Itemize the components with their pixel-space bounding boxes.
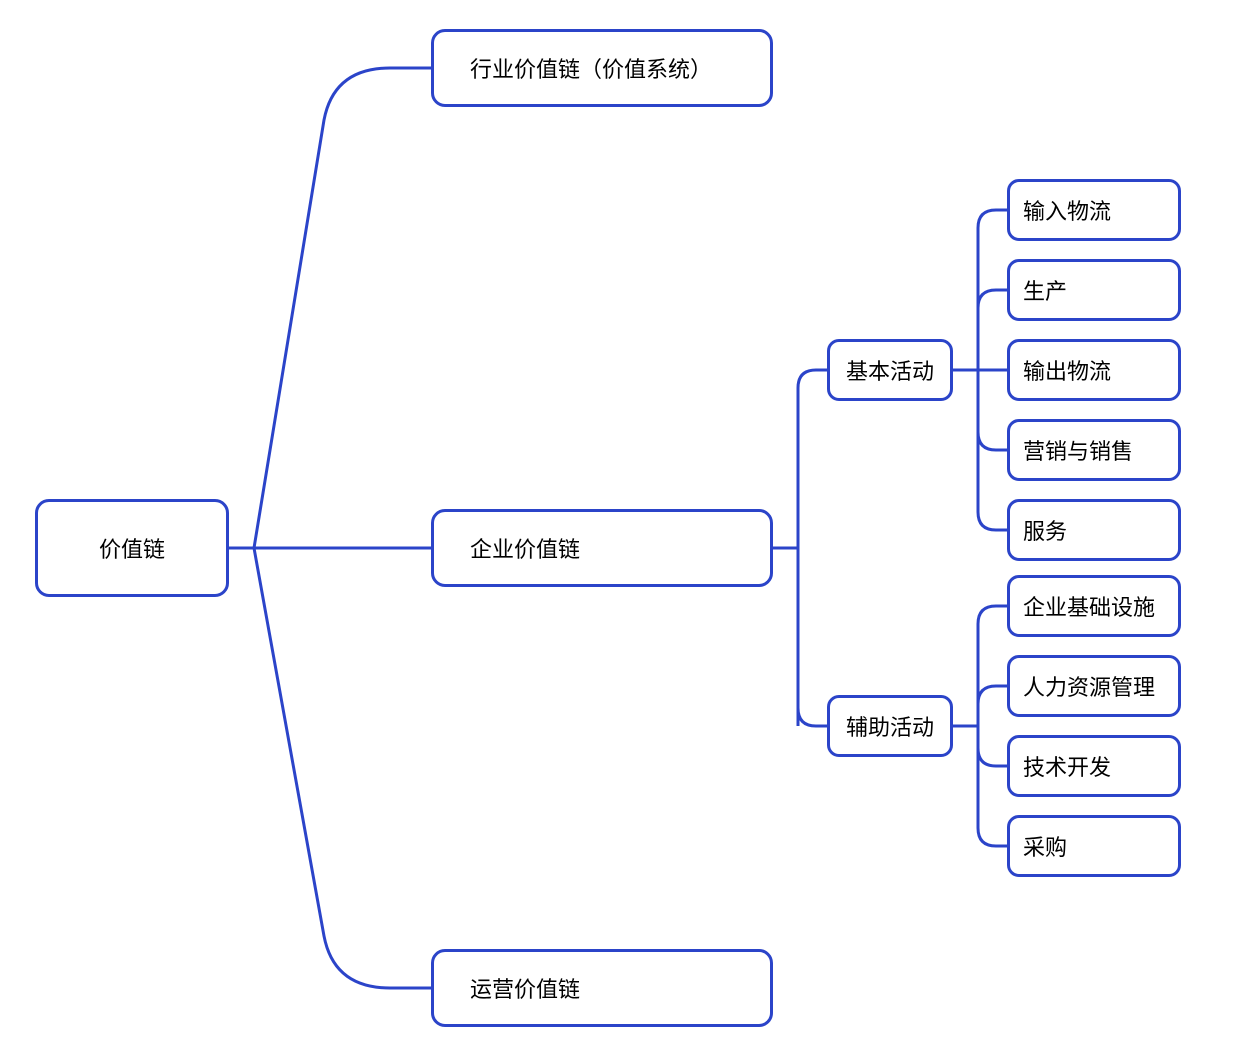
primary-activities-node[interactable]: 基本活动	[827, 339, 953, 401]
connector-primary-5	[976, 511, 1008, 532]
primary-activity-label: 输出物流	[1023, 360, 1112, 385]
operations-value-chain-label: 运营价值链	[470, 978, 581, 1003]
connector-primary-1	[976, 208, 1008, 229]
industry-value-chain-label: 行业价值链（价值系统）	[470, 58, 713, 83]
industry-value-chain-node[interactable]: 行业价值链（价值系统）	[431, 29, 773, 107]
root-node[interactable]: 价值链	[35, 499, 229, 597]
connector-support-2	[976, 684, 1008, 705]
connector-primary-4	[976, 431, 1008, 452]
primary-activity-node[interactable]: 输出物流	[1007, 339, 1181, 401]
support-activities-label: 辅助活动	[845, 716, 934, 741]
support-activity-node[interactable]: 采购	[1007, 815, 1181, 877]
support-activity-label: 采购	[1023, 836, 1068, 861]
primary-activity-node[interactable]: 生产	[1007, 259, 1181, 321]
enterprise-value-chain-node[interactable]: 企业价值链	[431, 509, 773, 587]
connector-support-3	[976, 747, 1008, 768]
connector-support-1	[976, 604, 1008, 625]
connector-primary-bracket	[952, 228, 980, 512]
connector-support-bracket	[952, 624, 980, 828]
connector-enterprise-primary	[796, 368, 828, 726]
enterprise-value-chain-label: 企业价值链	[470, 538, 581, 563]
connector-primary-2	[976, 288, 1008, 309]
connector-enterprise-support	[796, 548, 828, 728]
support-activity-label: 企业基础设施	[1023, 596, 1156, 621]
primary-activity-label: 生产	[1023, 280, 1068, 305]
primary-activity-label: 营销与销售	[1023, 440, 1134, 465]
connector-support-4	[976, 827, 1008, 848]
operations-value-chain-node[interactable]: 运营价值链	[431, 949, 773, 1027]
connector-root-industry	[228, 66, 432, 550]
support-activity-node[interactable]: 技术开发	[1007, 735, 1181, 797]
primary-activities-label: 基本活动	[845, 360, 934, 385]
primary-activity-node[interactable]: 营销与销售	[1007, 419, 1181, 481]
support-activity-label: 人力资源管理	[1023, 676, 1156, 701]
root-node-label: 价值链	[98, 538, 165, 563]
primary-activity-node[interactable]: 输入物流	[1007, 179, 1181, 241]
primary-activity-label: 服务	[1023, 520, 1068, 545]
support-activity-node[interactable]: 人力资源管理	[1007, 655, 1181, 717]
primary-activity-label: 输入物流	[1023, 200, 1112, 225]
support-activity-label: 技术开发	[1023, 756, 1112, 781]
connector-root-operations	[252, 547, 432, 990]
support-activities-node[interactable]: 辅助活动	[827, 695, 953, 757]
support-activity-node[interactable]: 企业基础设施	[1007, 575, 1181, 637]
primary-activity-node[interactable]: 服务	[1007, 499, 1181, 561]
